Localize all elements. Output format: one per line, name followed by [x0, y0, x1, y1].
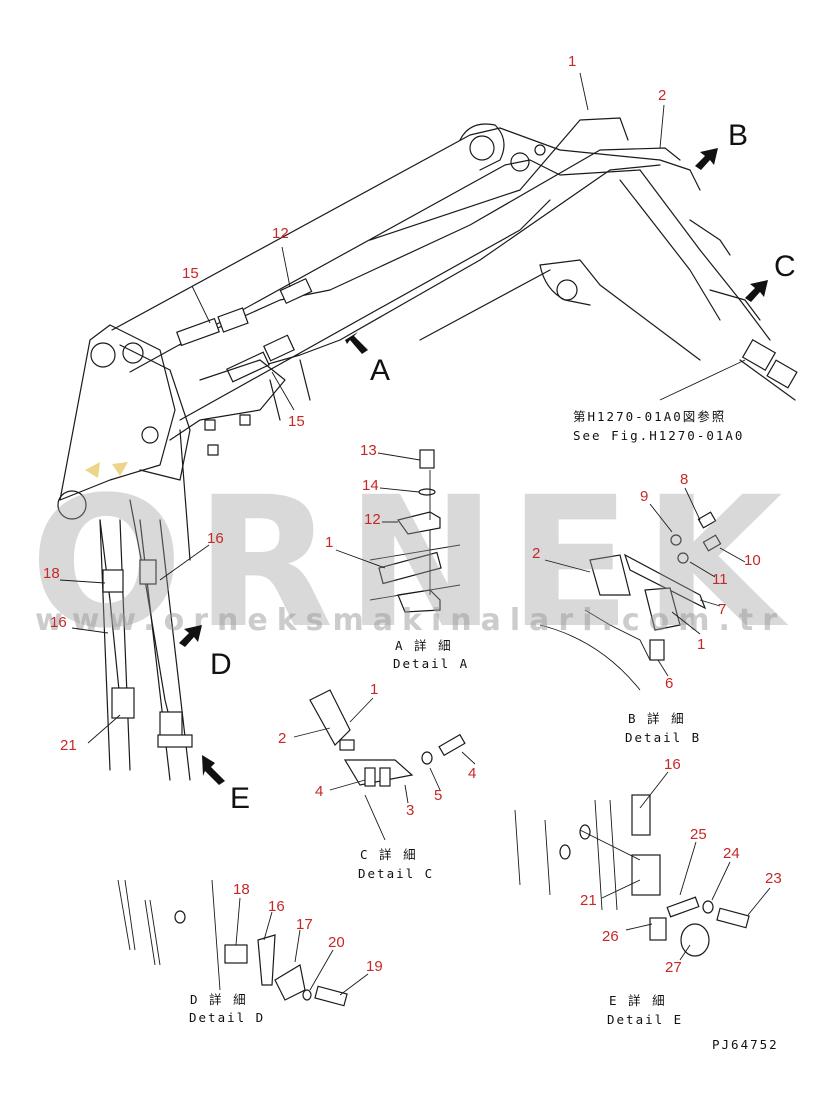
detail-d-drawing: [117, 879, 348, 1007]
part-number: 16: [664, 756, 681, 773]
part-number: 1: [697, 636, 705, 653]
part-number: 16: [207, 530, 224, 547]
part-number: 19: [366, 958, 383, 975]
view-letter-a: A: [370, 354, 390, 387]
part-number: 8: [680, 471, 688, 488]
drawing-code: PJ64752: [712, 1037, 779, 1052]
part-number: 17: [296, 916, 313, 933]
part-number: 9: [640, 488, 648, 505]
part-number: 13: [360, 442, 377, 459]
part-number: 5: [434, 787, 442, 804]
part-number: 11: [712, 571, 728, 588]
part-number: 15: [288, 413, 305, 430]
boom-arm-assembly: [57, 117, 798, 781]
detail-a-caption-en: Detail A: [393, 656, 469, 671]
part-number: 2: [658, 87, 666, 104]
part-number: 16: [268, 898, 285, 915]
detail-c-drawing: [309, 689, 466, 841]
detail-e-caption-en: Detail E: [607, 1012, 683, 1027]
view-letters: A B C D E: [210, 119, 796, 815]
view-letter-e: E: [230, 782, 250, 815]
watermark: ORNEK www.orneksmakinalari.com.tr: [30, 459, 795, 668]
part-number: 1: [370, 681, 378, 698]
detail-e-drawing: [514, 794, 750, 957]
detail-e-caption-jp: E 詳 細: [609, 993, 667, 1008]
part-number: 7: [718, 601, 726, 618]
detail-captions: A 詳 細 Detail A B 詳 細 Detail B C 詳 細 Deta…: [189, 409, 779, 1052]
detail-a-caption-jp: A 詳 細: [395, 638, 453, 653]
part-number: 14: [362, 477, 379, 494]
part-number: 21: [60, 737, 77, 754]
part-number: 23: [765, 870, 782, 887]
watermark-brand: ORNEK: [30, 459, 795, 668]
part-number: 10: [744, 552, 761, 569]
part-number: 26: [602, 928, 619, 945]
part-number: 18: [43, 565, 60, 582]
part-number: 12: [272, 225, 289, 242]
part-number: 1: [568, 53, 576, 70]
watermark-site: www.orneksmakinalari.com.tr: [35, 603, 786, 638]
detail-b-caption-en: Detail B: [625, 730, 701, 745]
part-number: 2: [532, 545, 540, 562]
part-number: 4: [315, 783, 323, 800]
part-number: 27: [665, 959, 682, 976]
view-arrow-b: [695, 148, 718, 170]
part-number: 16: [50, 614, 67, 631]
detail-b-caption-jp: B 詳 細: [628, 711, 686, 726]
part-number: 3: [406, 802, 414, 819]
view-arrow-c: [745, 280, 768, 302]
view-arrow-d: [179, 625, 202, 647]
part-number: 21: [580, 892, 597, 909]
part-number: 2: [278, 730, 286, 747]
leader-lines: [59, 72, 771, 996]
view-arrows: [179, 148, 768, 785]
part-number: 4: [468, 765, 476, 782]
part-number: 25: [690, 826, 707, 843]
part-number: 24: [723, 845, 740, 862]
part-number-labels: 1 2 12 15 15 16 18 16 21 13 14 12 1 9 8 …: [43, 53, 782, 976]
part-number: 6: [665, 675, 673, 692]
view-letter-d: D: [210, 648, 232, 681]
figure-reference-jp: 第H1270-01A0図参照: [573, 409, 726, 424]
view-arrow-e: [202, 755, 225, 785]
detail-c-caption-en: Detail C: [358, 866, 434, 881]
view-letter-c: C: [774, 250, 796, 283]
detail-b-drawing: [539, 511, 722, 691]
view-arrow-a: [345, 332, 368, 354]
part-number: 20: [328, 934, 345, 951]
detail-d-caption-jp: D 詳 細: [190, 992, 248, 1007]
detail-d-caption-en: Detail D: [189, 1010, 265, 1025]
part-number: 15: [182, 265, 199, 282]
part-number: 18: [233, 881, 250, 898]
figure-reference-en: See Fig.H1270-01A0: [573, 428, 744, 443]
detail-c-caption-jp: C 詳 細: [360, 847, 418, 862]
detail-a-drawing: [369, 449, 461, 613]
part-number: 12: [364, 511, 381, 528]
part-number: 1: [325, 534, 333, 551]
view-letter-b: B: [728, 119, 748, 152]
